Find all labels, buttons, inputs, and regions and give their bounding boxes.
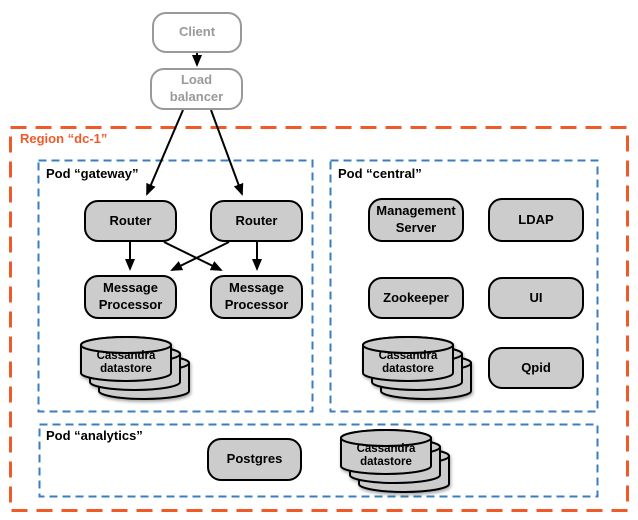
node-message-processor-2: Message Processor <box>210 275 303 319</box>
cassandra-datastore-analytics-label: Cassandra datastore <box>356 443 416 469</box>
arrow-router1-to-mp2 <box>163 241 223 271</box>
pod-gateway-label: Pod “gateway” <box>46 166 139 181</box>
node-ldap: LDAP <box>488 198 584 242</box>
node-management-server: Management Server <box>368 198 464 242</box>
pod-analytics-label: Pod “analytics” <box>46 428 143 443</box>
node-postgres: Postgres <box>207 438 302 481</box>
node-message-processor-1: Message Processor <box>84 275 177 319</box>
pod-central-border <box>329 159 599 413</box>
node-zookeeper: Zookeeper <box>368 277 464 319</box>
pod-central-label: Pod “central” <box>338 166 422 181</box>
node-load-balancer: Load balancer <box>150 68 243 110</box>
cassandra-datastore-central-label: Cassandra datastore <box>378 350 438 376</box>
arrow-loadbalancer-to-router1 <box>146 109 184 196</box>
cassandra-datastore-gateway-label: Cassandra datastore <box>96 350 156 376</box>
node-ui: UI <box>488 277 584 319</box>
arrow-loadbalancer-to-router2 <box>210 109 244 196</box>
pod-analytics-border <box>38 423 599 498</box>
node-router-1: Router <box>84 200 177 242</box>
node-qpid: Qpid <box>488 347 584 389</box>
region-dc1-border <box>9 126 629 512</box>
node-client: Client <box>152 12 242 53</box>
region-dc1-label: Region “dc-1” <box>20 131 108 146</box>
node-router-2: Router <box>210 200 303 242</box>
pod-gateway-border <box>37 159 314 413</box>
arrow-router2-to-mp1 <box>170 241 230 271</box>
